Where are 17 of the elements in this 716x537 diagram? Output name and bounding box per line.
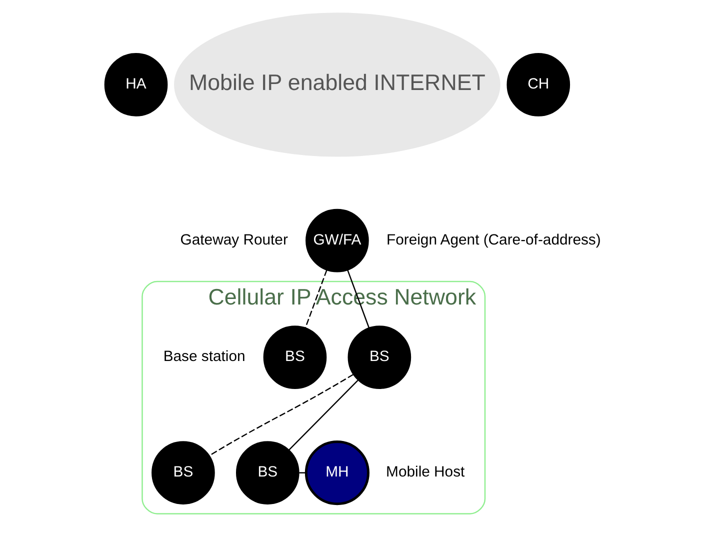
connector [288,380,358,450]
node-label: Base station [163,349,246,366]
node-circle: BS [236,441,300,504]
node-circle: BS [152,441,215,504]
connector [299,472,306,474]
node-label: Gateway Router [180,232,288,248]
node-circle: MH [304,440,370,506]
connector [209,374,354,456]
node-ellipse: Mobile IP enabled INTERNET [174,12,500,157]
node-circle: BS [263,326,327,389]
node-circle: HA [104,53,168,116]
node-circle: BS [348,326,412,389]
node-label: Mobile Host [386,464,465,481]
node-circle: GW/FA [306,208,369,272]
node-circle: CH [506,53,570,116]
node-label: Foreign Agent (Care-of-address) [386,232,601,248]
connector [304,270,328,328]
